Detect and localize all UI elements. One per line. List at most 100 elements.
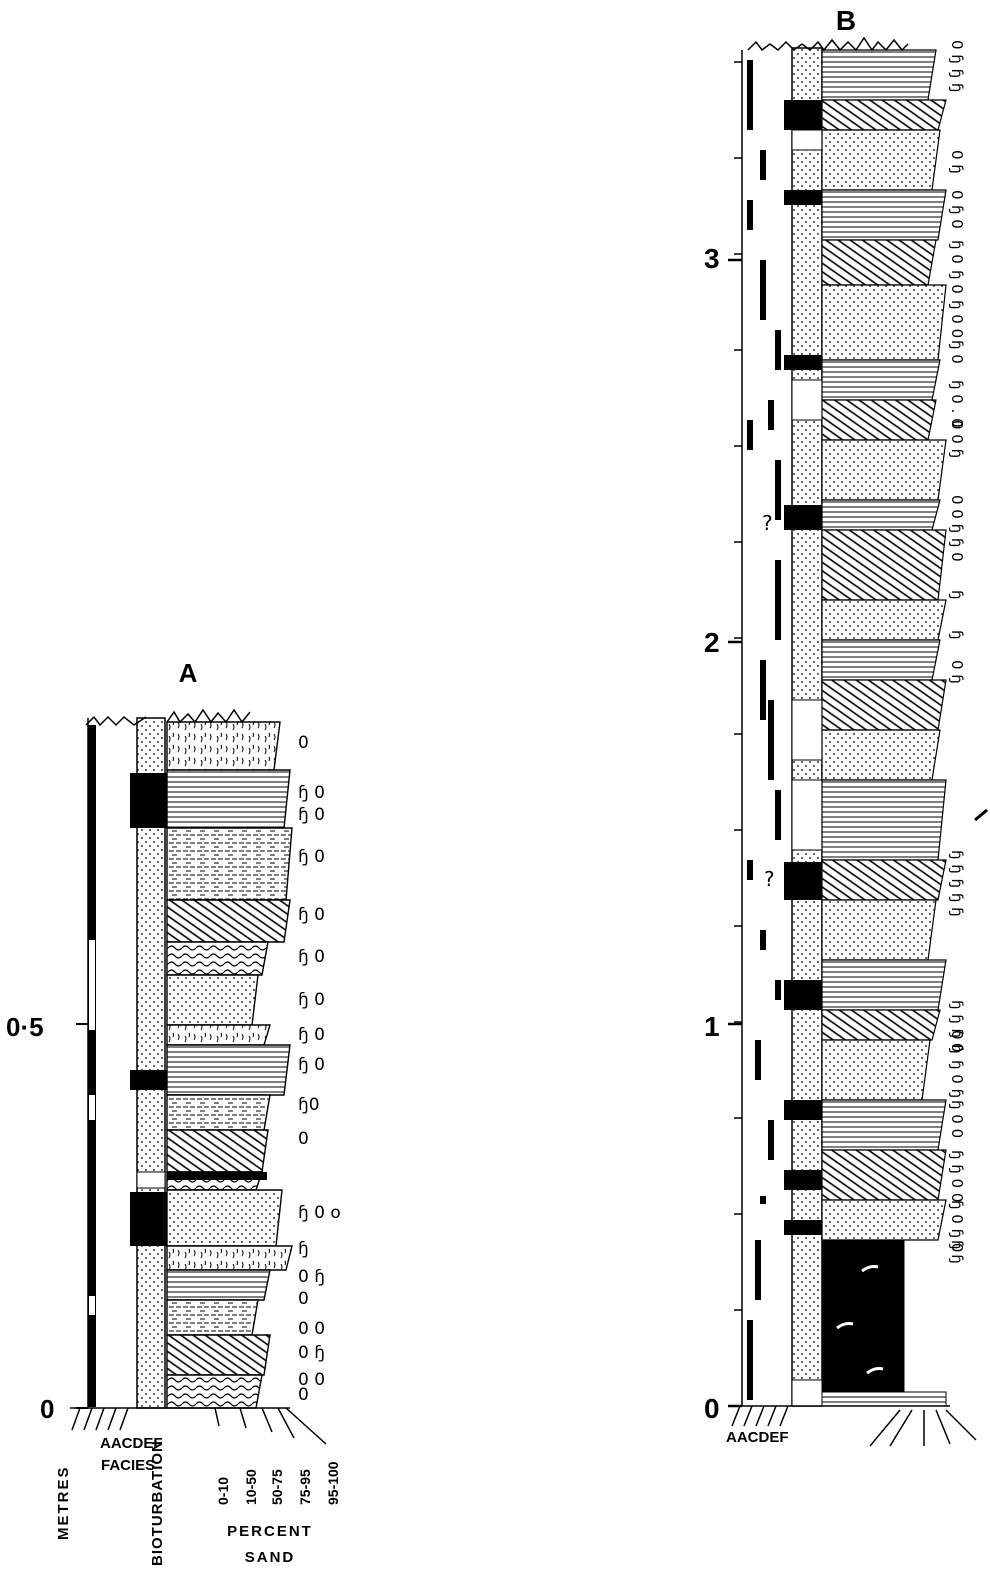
- panel-a-bed: [167, 1130, 268, 1172]
- panel-b-bioturbation-white: [792, 130, 822, 150]
- panel-b-uncertain-mark-1: ?: [762, 511, 773, 535]
- panel-a-bioturbation-block: [130, 1192, 167, 1246]
- panel-a-bioturbation-white: [137, 1172, 165, 1188]
- panel-a-sand-title-2: SAND: [245, 1549, 296, 1566]
- panel-b-bed: [822, 1150, 946, 1200]
- panel-b-bioturbation-white: [792, 1380, 822, 1406]
- panel-b-tick-3: 3: [704, 243, 720, 274]
- panel-b-bioturbation-white: [792, 780, 822, 850]
- panel-a-symbol: 0 0: [298, 1319, 325, 1339]
- panel-a-bed: [167, 1025, 270, 1045]
- panel-b-symbol: ɧ 0 0: [948, 1100, 966, 1138]
- panel-b-facies-segment: [760, 260, 766, 320]
- panel-b-bed: [822, 190, 946, 240]
- panel-a-symbol: ɧ 0: [298, 1025, 325, 1045]
- panel-b-facies-segment: [768, 700, 774, 780]
- panel-a-symbol: ɧ0: [298, 1095, 320, 1115]
- panel-b-facies-segment: [755, 1240, 761, 1300]
- panel-b-bioturbation-black: [784, 355, 822, 370]
- panel-b-bed: [822, 900, 936, 960]
- panel-a-facies-gap: [89, 1296, 95, 1315]
- panel-a-bed: [167, 722, 280, 770]
- panel-b-tick-group: [728, 62, 742, 1406]
- panel-a-symbol: ɧ 0: [298, 947, 325, 967]
- panel-a-symbol: 0: [298, 1129, 309, 1149]
- panel-a-sand-scale-label: 95-100: [325, 1461, 341, 1505]
- panel-a-top-jag-lith: [167, 710, 250, 722]
- panel-b-bed: [822, 1200, 946, 1240]
- panel-b-bed: [822, 500, 940, 530]
- panel-b-title: B: [836, 5, 856, 36]
- panel-a-symbol: 0: [298, 1289, 309, 1309]
- panel-b: B 0 1 2 3 ? ? 0 ɧ ɧ ɧ0 ɧ0ɧ 0ɧ 0ɧ 0ɧ 0 0ɧ…: [704, 5, 987, 1446]
- panel-a-bed: [167, 1270, 270, 1300]
- panel-b-facies-segment: [747, 1320, 753, 1400]
- panel-a-lithology-column: [167, 722, 292, 1408]
- panel-b-bioturbation-black: [784, 505, 822, 530]
- panel-b-bed: [822, 240, 936, 285]
- panel-a-sand-title-1: PERCENT: [227, 1523, 313, 1540]
- panel-b-facies-segment: [747, 420, 753, 450]
- panel-b-facies-segment: [755, 1040, 761, 1080]
- panel-b-bed: [822, 50, 936, 100]
- panel-a-bed: [167, 975, 258, 1025]
- panel-b-tick-1: 1: [704, 1011, 720, 1042]
- panel-b-facies-segment: [760, 930, 766, 950]
- panel-b-bed: [822, 1100, 946, 1150]
- panel-b-facies-segment: [768, 400, 774, 430]
- panel-b-facies-segment: [760, 660, 766, 720]
- panel-b-symbol: 0 ɧ: [948, 660, 966, 684]
- panel-b-symbol: ɧ 0: [948, 240, 966, 264]
- panel-b-bed: [822, 960, 946, 1010]
- panel-a-bed: [167, 828, 292, 900]
- panel-b-symbol: ɧ 0 0: [948, 300, 966, 338]
- panel-a-tick-0-5: 0·5: [6, 1012, 44, 1042]
- panel-a-facies-gap: [89, 940, 95, 1030]
- panel-a-title: A: [179, 658, 198, 688]
- panel-a-symbol: 0: [298, 1385, 309, 1405]
- panel-b-mudstone-block: [822, 1240, 904, 1392]
- panel-b-symbol: 0 0 ɧ: [948, 420, 966, 458]
- panel-a-symbol: 0 ɧ: [298, 1267, 325, 1287]
- panel-b-bed: [822, 640, 940, 680]
- panel-b-symbol: ɧ: [948, 630, 966, 640]
- panel-a-facies-label: FACIES: [101, 1457, 155, 1474]
- panel-b-symbol: 0: [948, 190, 966, 200]
- panel-a-bed: [167, 1045, 290, 1095]
- panel-b-bioturbation-black: [784, 100, 822, 130]
- panel-a-bed: [167, 942, 268, 975]
- panel-b-uncertain-mark-2: ?: [764, 867, 775, 891]
- panel-a-sand-scale-label: 0-10: [215, 1477, 231, 1505]
- panel-b-facies-segment: [775, 330, 781, 370]
- panel-b-symbol: 0 ɧ ɧ ɧ: [948, 40, 966, 92]
- panel-a-bioturbation-block: [130, 773, 167, 828]
- panel-b-facies-letters: AACDEF: [726, 1429, 789, 1446]
- panel-a-bed: [167, 1246, 292, 1270]
- panel-b-facies-segment: [747, 860, 753, 880]
- panel-b-bioturbation-white: [792, 700, 822, 760]
- panel-b-facies-bars: [747, 60, 781, 1400]
- panel-a-symbol: 0 ɧ: [298, 1343, 325, 1363]
- panel-b-bed: [822, 400, 936, 440]
- panel-b-facies-segment: [775, 560, 781, 640]
- panel-b-symbol: 0 ɧ: [948, 150, 966, 174]
- panel-b-facies-segment: [775, 790, 781, 840]
- panel-a-bioturbation-label: BIOTURBATION: [149, 1440, 166, 1566]
- panel-b-bioturbation-black: [784, 1220, 822, 1235]
- panel-b-bed: [822, 780, 946, 860]
- panel-a-sand-scale-label: 50-75: [269, 1469, 285, 1505]
- panel-b-lithology-column: [822, 50, 946, 1406]
- panel-a: A 0 0·5 0ɧ 0ɧ 0ɧ 0ɧ 0ɧ 0ɧ 0ɧ 0ɧ 0ɧ00ɧ 0 …: [6, 658, 341, 1566]
- panel-b-facies-segment: [747, 60, 753, 130]
- panel-b-facies-segment: [768, 1120, 774, 1160]
- panel-b-symbol: ɧ 0: [948, 340, 966, 364]
- panel-b-bed: [822, 600, 946, 640]
- panel-b-bed: [822, 680, 946, 730]
- panel-b-symbol: ɧ 0 ɧ: [948, 1060, 966, 1098]
- panel-b-tick-0: 0: [704, 1393, 720, 1424]
- panel-b-facies-segment: [775, 460, 781, 520]
- panel-a-symbol: ɧ 0: [298, 783, 325, 803]
